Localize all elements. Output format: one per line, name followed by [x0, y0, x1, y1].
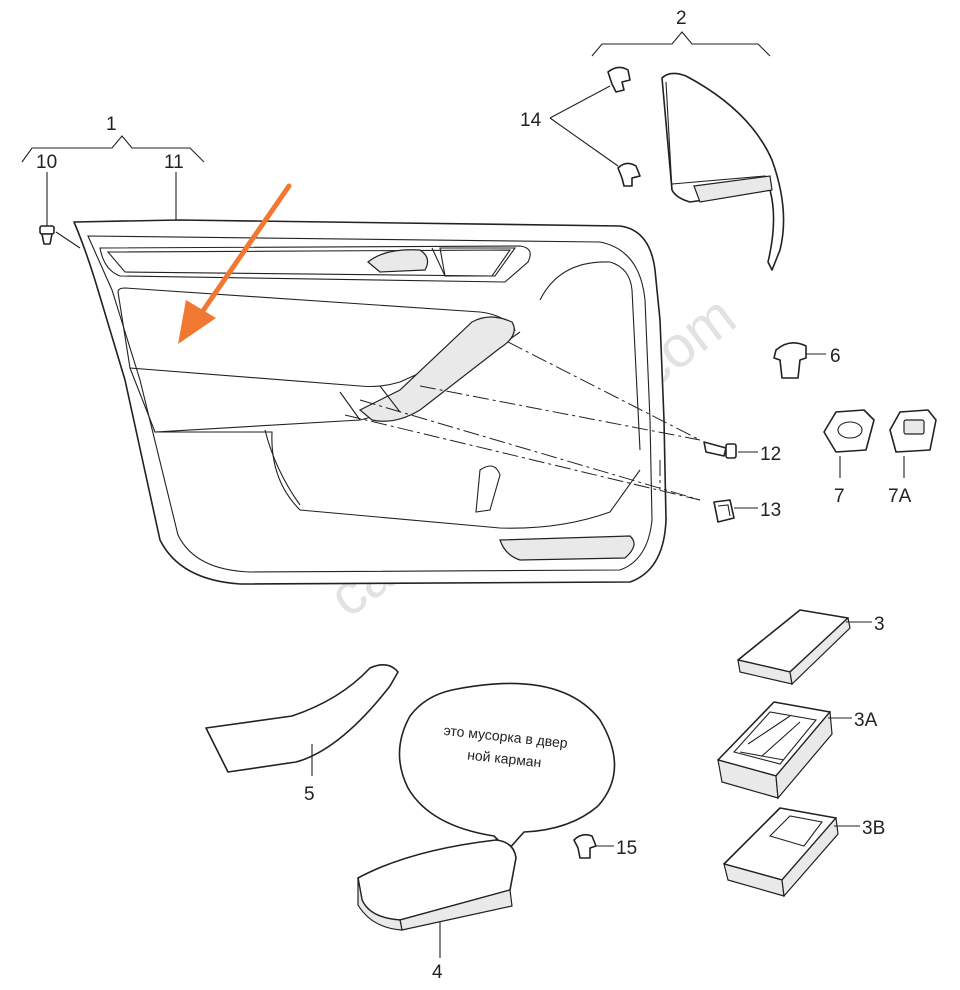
pillar-trim-part-2 [661, 72, 785, 271]
callout-2: 2 [676, 8, 687, 29]
clip-13-icon [713, 499, 758, 523]
speech-bubble-line-2: ной карман [467, 747, 543, 771]
callout-11: 11 [164, 152, 184, 173]
leader-14a [549, 85, 611, 119]
bracket-group-1 [21, 135, 205, 163]
window-switch-3b [723, 807, 860, 898]
switch-bezel-7a [889, 409, 937, 478]
callout-5: 5 [304, 784, 315, 805]
callout-1: 1 [106, 114, 117, 135]
orange-pointer-arrow [178, 183, 292, 344]
callout-3b: 3B [862, 818, 885, 839]
leader-14b [549, 117, 619, 167]
callout-6: 6 [830, 346, 841, 367]
clip-14-upper-icon [607, 66, 631, 93]
grab-handle-trim-5 [205, 664, 399, 776]
speech-bubble [398, 682, 616, 851]
clip-10-icon [39, 225, 81, 249]
door-trim-panel [73, 219, 667, 585]
window-switch-3a [717, 701, 852, 800]
callout-7: 7 [834, 486, 845, 507]
screw-12-icon [703, 441, 758, 459]
callout-13: 13 [760, 500, 781, 521]
switch-bezel-7 [823, 409, 875, 478]
mounting-dash-lines [344, 341, 701, 501]
clip-6-icon [773, 342, 826, 379]
callout-3a: 3A [854, 710, 878, 731]
bracket-group-2 [591, 31, 771, 57]
door-pocket-4 [357, 839, 517, 958]
callout-15: 15 [616, 838, 637, 859]
switch-blank-3 [737, 609, 872, 686]
callout-4: 4 [432, 962, 443, 983]
callout-3: 3 [874, 614, 885, 635]
callout-12: 12 [760, 444, 781, 465]
callout-7a: 7A [888, 486, 912, 507]
clip-14-lower-icon [617, 162, 641, 187]
callout-10: 10 [36, 152, 57, 173]
callout-14: 14 [520, 110, 542, 131]
clip-15-icon [573, 833, 614, 859]
